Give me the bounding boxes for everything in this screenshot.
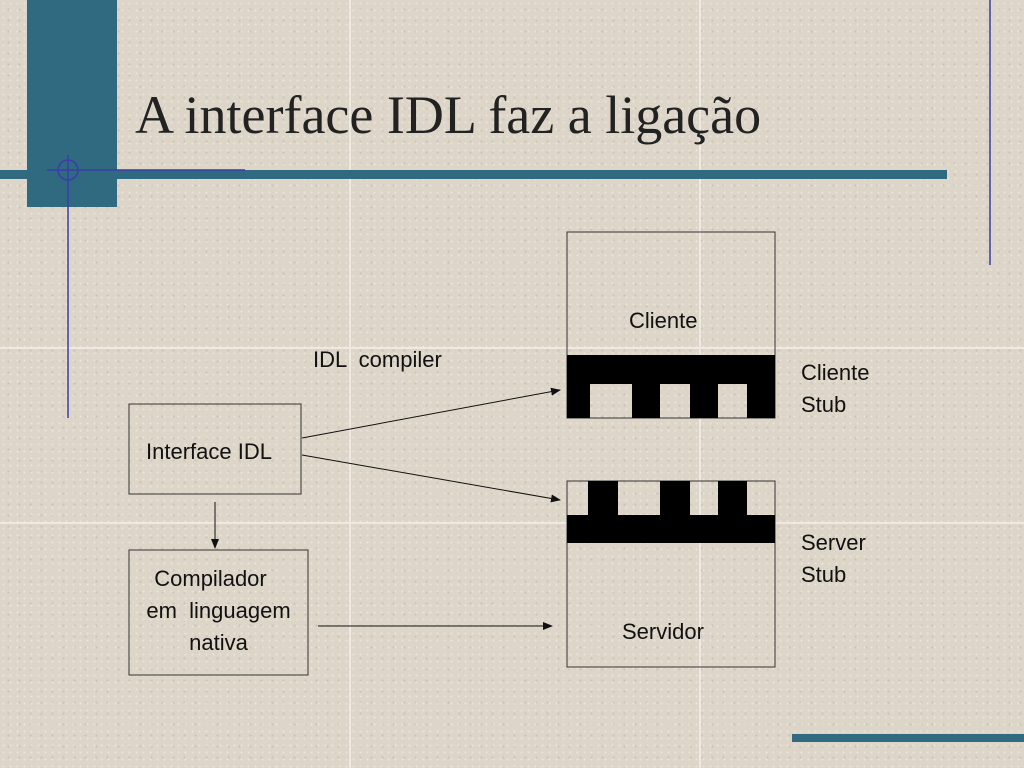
client-stub-label-line-1: Cliente	[801, 360, 870, 385]
server-stub-label-line-2: Stub	[801, 562, 847, 587]
server-stub-shape	[567, 481, 775, 543]
compiler-label-line-2: em linguagem	[146, 598, 291, 623]
arrow-to-client-stub	[301, 387, 561, 439]
compiler-label: Compilador em linguagem nativa	[129, 563, 308, 659]
server-stub-label: Server Stub	[801, 527, 866, 591]
client-stub-label: Cliente Stub	[801, 357, 869, 421]
client-stub-shape	[567, 355, 775, 418]
client-label: Cliente	[629, 308, 698, 333]
interface-idl-label: Interface IDL	[146, 439, 272, 464]
idl-compiler-label: IDL compiler	[313, 347, 442, 372]
server-stub-label-line-1: Server	[801, 530, 866, 555]
client-stub-label-line-2: Stub	[801, 392, 847, 417]
blue-circle-accent	[57, 159, 79, 181]
interface-idl-box	[128, 403, 302, 495]
compiler-label-line-1: Compilador	[154, 566, 267, 591]
slide-title: A interface IDL faz a ligação	[135, 85, 762, 145]
teal-title-bar	[0, 170, 947, 179]
teal-bottom-bar	[792, 734, 1024, 742]
compiler-label-line-3: nativa	[189, 630, 248, 655]
arrow-to-server-stub	[301, 454, 561, 503]
client-box	[566, 231, 776, 419]
compiler-box	[128, 549, 309, 676]
server-label: Servidor	[622, 619, 704, 644]
